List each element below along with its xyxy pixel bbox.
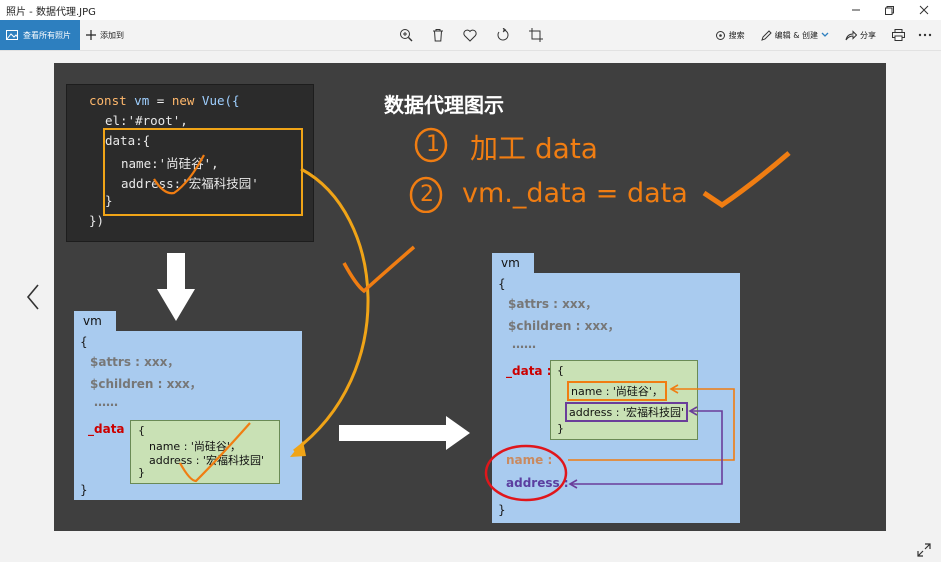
left-vm-brace-open: { bbox=[80, 335, 88, 349]
code-line-6: } bbox=[105, 193, 113, 208]
right-vm-brace-close: } bbox=[498, 503, 506, 517]
left-vm-ellipsis: …… bbox=[94, 395, 118, 409]
slide-title: 数据代理图示 bbox=[384, 93, 504, 117]
plus-icon bbox=[86, 30, 96, 40]
down-arrow bbox=[157, 253, 195, 321]
all-photos-button[interactable]: 查看所有照片 bbox=[0, 20, 80, 50]
left-inner-address: address : '宏福科技园' bbox=[149, 454, 264, 467]
right-inner-open: { bbox=[557, 364, 564, 377]
delete-icon[interactable] bbox=[430, 27, 446, 43]
right-vm-brace-open: { bbox=[498, 277, 506, 291]
right-vm-address-prop: address : bbox=[506, 476, 569, 490]
right-inner-address: address : '宏福科技园' bbox=[565, 402, 688, 422]
title-bar: 照片 - 数据代理.JPG bbox=[0, 0, 941, 20]
right-arrow bbox=[339, 416, 470, 450]
rotate-icon[interactable] bbox=[495, 27, 511, 43]
code-line-1: const vm = new Vue({ bbox=[89, 93, 240, 108]
favorite-icon[interactable] bbox=[462, 27, 478, 43]
left-vm-tab: vm bbox=[74, 311, 116, 331]
share-label: 分享 bbox=[860, 30, 876, 40]
left-vm-data-label: _data : bbox=[88, 422, 134, 436]
close-icon[interactable] bbox=[907, 0, 941, 20]
chevron-left-icon bbox=[26, 284, 39, 310]
search-icon bbox=[715, 30, 725, 40]
code-line-7: }) bbox=[89, 213, 105, 228]
left-vm-attrs: $attrs : xxx， bbox=[90, 355, 180, 369]
left-inner-close: } bbox=[138, 466, 145, 479]
add-to-label: 添加到 bbox=[100, 30, 124, 40]
chevron-down-icon bbox=[821, 32, 829, 37]
maximize-icon[interactable] bbox=[873, 0, 907, 20]
right-vm-children: $children : xxx， bbox=[508, 319, 620, 333]
left-vm-children: $children : xxx， bbox=[90, 377, 202, 391]
left-vm-data-box: { name : '尚硅谷'， address : '宏福科技园' } bbox=[130, 420, 280, 484]
edit-create-label: 编辑 & 创建 bbox=[774, 30, 818, 40]
photo-view[interactable]: 数据代理图示 const vm = new Vue({ el:'#root', … bbox=[54, 63, 886, 531]
window-controls bbox=[839, 0, 941, 20]
code-line-3: data:{ bbox=[105, 133, 151, 148]
more-icon[interactable] bbox=[917, 27, 933, 43]
search-label: 搜索 bbox=[728, 30, 745, 40]
print-icon[interactable] bbox=[892, 29, 905, 41]
share-button[interactable]: 分享 bbox=[845, 29, 876, 41]
note-1-number: 1 bbox=[426, 132, 440, 157]
right-vm-panel: { $attrs : xxx， $children : xxx， …… _dat… bbox=[492, 273, 740, 523]
note-1: 1 加工 data bbox=[414, 127, 634, 173]
right-vm-ellipsis: …… bbox=[512, 337, 536, 351]
data-highlight-box bbox=[103, 128, 303, 216]
left-inner-open: { bbox=[138, 424, 145, 437]
note-2-text: vm._data = data bbox=[462, 178, 688, 209]
minimize-icon[interactable] bbox=[839, 0, 873, 20]
right-vm-name-prop: name : bbox=[506, 453, 553, 467]
edit-create-button[interactable]: 编辑 & 创建 bbox=[760, 29, 829, 41]
arrow-checkmark bbox=[342, 245, 416, 294]
left-vm-panel: { $attrs : xxx， $children : xxx， …… _dat… bbox=[74, 331, 302, 500]
toolbar: 查看所有照片 添加到 搜索 编辑 & 创建 分享 bbox=[0, 20, 941, 51]
zoom-icon[interactable] bbox=[398, 27, 414, 43]
big-checkmark bbox=[702, 151, 791, 209]
photos-icon bbox=[6, 30, 18, 40]
edit-icon bbox=[760, 29, 772, 41]
code-block: const vm = new Vue({ el:'#root', data:{ … bbox=[67, 85, 313, 241]
right-inner-close: } bbox=[557, 422, 564, 435]
right-vm-tab: vm bbox=[492, 253, 534, 273]
search-button[interactable]: 搜索 bbox=[715, 30, 745, 41]
all-photos-label: 查看所有照片 bbox=[23, 30, 71, 40]
code-line-2: el:'#root', bbox=[105, 113, 188, 128]
right-vm-data-box: { name : '尚硅谷'， address : '宏福科技园' } bbox=[550, 360, 698, 440]
window-title: 照片 - 数据代理.JPG bbox=[6, 7, 96, 18]
share-icon bbox=[845, 29, 857, 40]
fullscreen-icon[interactable] bbox=[917, 542, 931, 557]
right-inner-name: name : '尚硅谷'， bbox=[567, 381, 667, 401]
note-2-number: 2 bbox=[420, 182, 434, 207]
right-vm-attrs: $attrs : xxx， bbox=[508, 297, 598, 311]
left-vm-brace-close: } bbox=[80, 483, 88, 497]
toolbar-actions: 搜索 编辑 & 创建 分享 bbox=[715, 20, 905, 50]
note-2: 2 vm._data = data bbox=[408, 175, 708, 221]
previous-photo-button[interactable] bbox=[22, 281, 44, 313]
add-to-button[interactable]: 添加到 bbox=[86, 20, 124, 50]
right-vm-data-label: _data : bbox=[506, 364, 552, 378]
crop-icon[interactable] bbox=[528, 27, 544, 43]
note-1-text: 加工 data bbox=[470, 132, 598, 165]
